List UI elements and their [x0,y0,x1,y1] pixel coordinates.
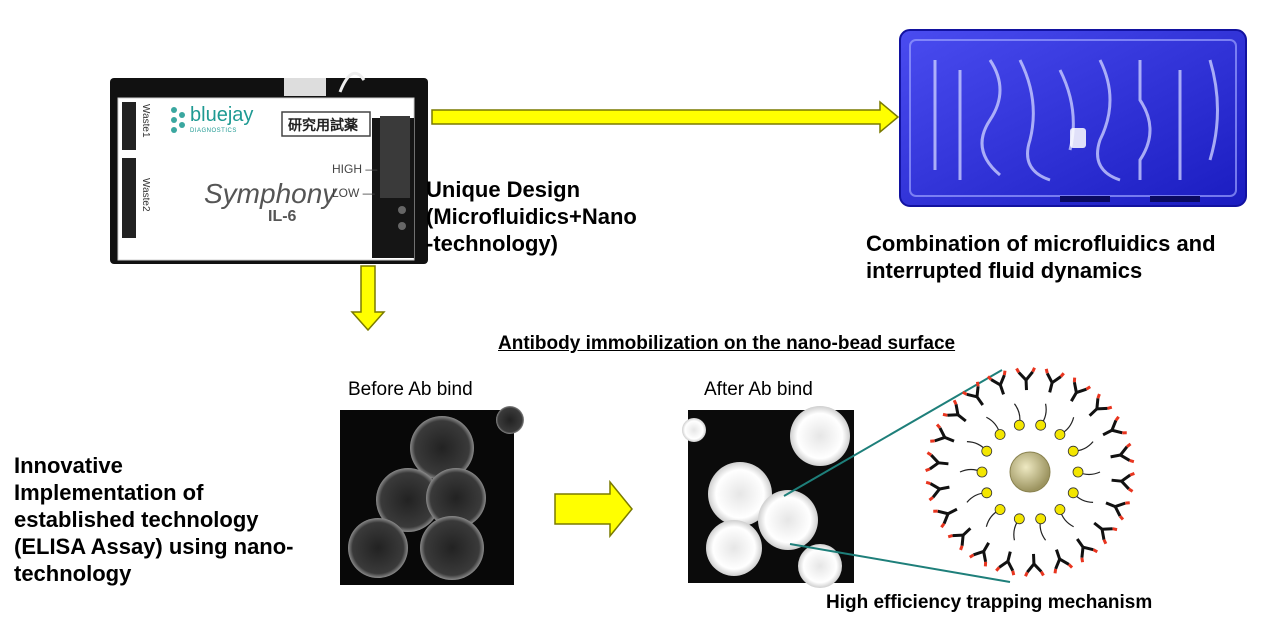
antibody-title: Antibody immobilization on the nano-bead… [498,333,956,354]
antibody-icon [942,399,967,423]
linker-bead [966,487,993,503]
antibody-icon [1044,368,1065,393]
antibody-icon [1076,538,1098,563]
device-research-label: 研究用試薬 [288,117,358,133]
unique-design-caption: Unique Design (Microfluidics+Nano -techn… [426,176,637,257]
antibody-icon [986,370,1007,395]
linker-bead [1035,403,1047,431]
after-label: After Ab bind [704,379,813,400]
unique-design-line-3: -technology) [426,231,558,256]
antibody-icon [925,451,949,472]
linker-bead [1067,487,1094,503]
zoom-line-bottom [789,543,1011,583]
antibody-icon [1088,393,1113,417]
combination-line-2: interrupted fluid dynamics [866,258,1143,283]
device-high-label: HIGH — [332,162,378,176]
linker-bead [1054,504,1074,528]
device-waste1: Waste1 [140,104,151,138]
antibody-icon [1105,501,1130,521]
antibody-icon [933,507,958,529]
arrow-right-middle [554,479,633,539]
antibody-icon [1110,442,1135,464]
antibody-icon [962,381,984,406]
before-label: Before Ab bind [348,379,473,400]
antibody-icon [1015,367,1036,391]
linker-bead [959,466,988,478]
device-waste2: Waste2 [140,178,151,212]
antibody-icon [1053,549,1074,574]
innovative-line-4: (ELISA Assay) using nano- [14,534,294,559]
device-product-name: Symphony [204,178,337,209]
innovative-line-2: Implementation of [14,480,204,505]
linker-bead [985,504,1006,527]
antibody-icon [947,527,972,551]
core-bead [1009,451,1051,493]
device-low-label: LOW — [332,186,375,200]
combination-line-1: Combination of microfluidics and [866,231,1216,256]
antibody-icon [1093,521,1118,545]
antibody-icon [1070,377,1092,402]
antibody-icon [1111,472,1135,493]
antibody-icon [1024,553,1045,577]
device-brand: bluejay [190,104,254,126]
antibody-bead-diagram [925,367,1135,577]
linker-bead [1013,513,1025,541]
antibody-icon [925,480,950,502]
unique-design-line-1: Unique Design [426,177,581,202]
innovative-line-5: technology [14,561,132,586]
arrow-right-top [431,100,900,134]
linker-bead [966,441,993,457]
unique-design-line-2: (Microfluidics+Nano [426,204,637,229]
arrow-down [350,265,386,332]
innovative-line-3: established technology [14,507,259,532]
microfluidic-chip [899,29,1247,207]
antibody-icon [968,542,990,567]
device-product-sub: IL-6 [268,208,297,225]
innovative-caption: Innovative Implementation of established… [14,452,294,587]
device-brand-sub: DIAGNOSTICS [190,128,237,134]
zoom-line-top [783,369,1003,497]
linker-bead [1054,417,1075,440]
linker-bead [986,416,1006,440]
linker-bead [1072,466,1101,478]
antibody-icon [1102,415,1127,437]
before-micrograph [340,406,524,585]
innovative-line-1: Innovative [14,453,123,478]
linker-bead [1035,513,1047,541]
antibody-icon [995,551,1016,576]
combination-caption: Combination of microfluidics and interru… [866,230,1216,284]
linker-bead [1013,403,1025,431]
antibody-icon [930,423,955,443]
after-micrograph [682,406,854,588]
trapping-caption: High efficiency trapping mechanism [826,592,1153,613]
cartridge-device [110,71,428,264]
linker-bead [1067,441,1094,457]
